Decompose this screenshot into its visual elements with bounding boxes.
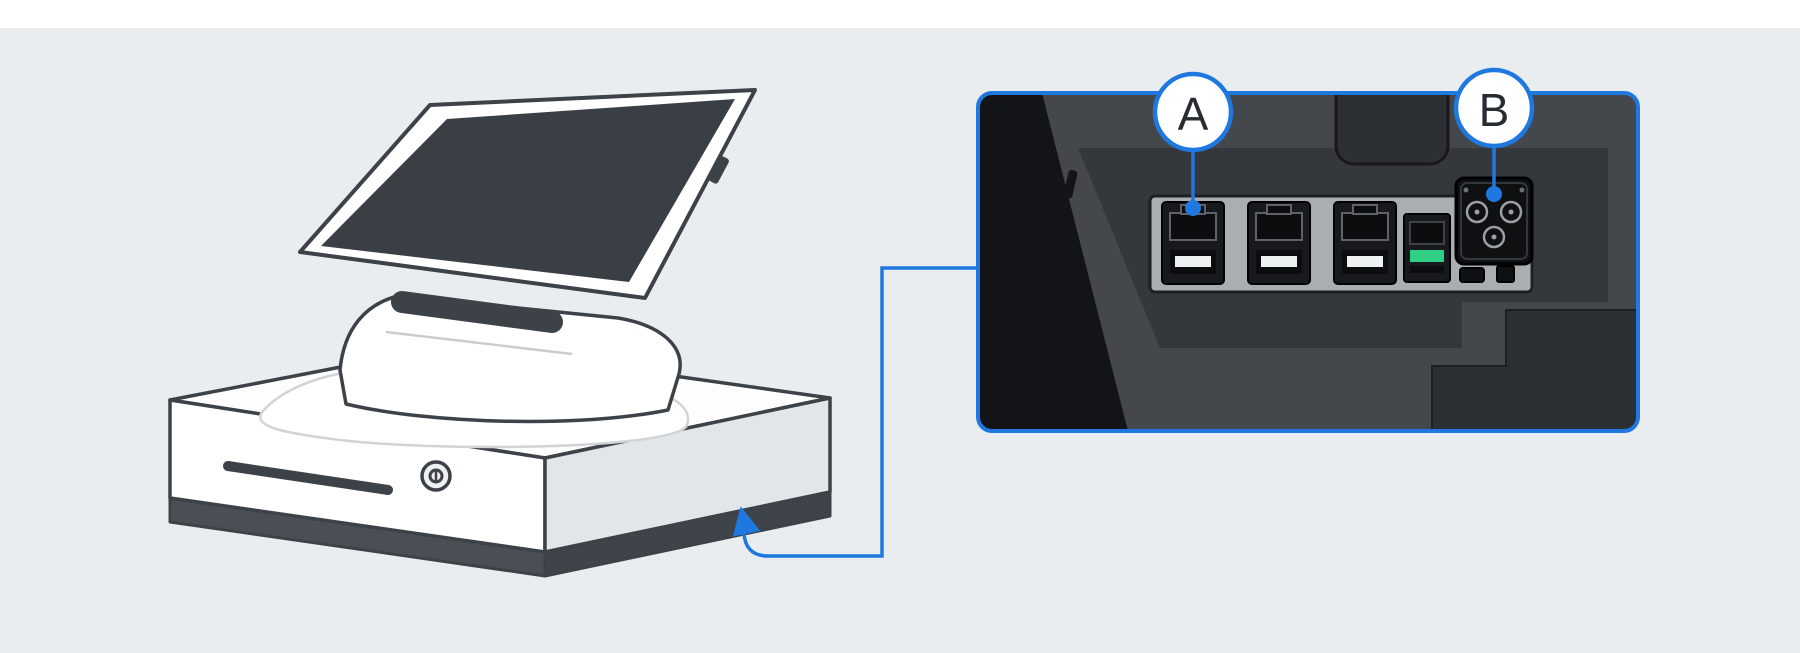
- callout-a-dot: [1185, 200, 1201, 216]
- power-connector-port: [1454, 176, 1534, 266]
- tablet-side-button: [709, 156, 729, 184]
- micro-port-2: [1496, 265, 1515, 283]
- connector-line: [742, 266, 978, 558]
- panel-content: [978, 93, 1638, 431]
- jack-lower: [1410, 266, 1444, 273]
- micro-port-1: [1459, 267, 1485, 283]
- ethernet-usb-port-3: [1333, 201, 1397, 285]
- power-screw-left: [1463, 187, 1469, 193]
- callout-b-badge: [1453, 67, 1535, 149]
- ethernet-usb-port-2: [1247, 201, 1311, 285]
- ethernet-clip: [1266, 204, 1292, 215]
- ethernet-jack: [1169, 212, 1217, 241]
- callout-a-badge: [1152, 71, 1234, 153]
- stand-neck: [338, 294, 682, 424]
- cash-drawer: [168, 343, 832, 578]
- detail-panel: [976, 91, 1640, 433]
- ethernet-jack: [1341, 212, 1389, 241]
- slot-mark-2: [1092, 352, 1105, 377]
- connector: [732, 266, 978, 558]
- underside-step: [1431, 309, 1638, 431]
- panel-border: [976, 91, 1640, 433]
- usb-tongue: [1347, 256, 1383, 267]
- port-strip: [1148, 176, 1534, 294]
- slot-mark-1: [1063, 170, 1078, 199]
- top-strip: [0, 0, 1800, 28]
- callout-a: A: [1152, 71, 1234, 216]
- printer-slot: [391, 291, 563, 333]
- vent-cutout: [1334, 93, 1450, 166]
- power-pin-right-dot: [1508, 209, 1514, 215]
- callout-b: B: [1453, 67, 1535, 202]
- tablet-screen: [321, 99, 735, 282]
- callout-b-dot: [1486, 186, 1502, 202]
- ethernet-port-green: [1403, 213, 1451, 283]
- power-screw-right: [1519, 187, 1525, 193]
- usb-tongue: [1261, 256, 1297, 267]
- tablet: [298, 88, 757, 300]
- drawer-lock: [420, 460, 452, 492]
- power-pin-left-dot: [1474, 209, 1480, 215]
- callout-a-label: A: [1178, 88, 1209, 140]
- drawer-slit: [223, 461, 393, 495]
- ethernet-clip: [1352, 204, 1378, 215]
- connector-arrow-icon: [732, 506, 761, 537]
- jack-opening: [1409, 221, 1445, 245]
- ethernet-jack: [1255, 212, 1303, 241]
- usb-tongue: [1175, 256, 1211, 267]
- printer-lid-seam: [385, 330, 573, 356]
- green-contacts: [1410, 250, 1444, 262]
- pos-device-illustration: [168, 88, 832, 578]
- callout-b-label: B: [1479, 84, 1510, 136]
- power-pin-bottom-dot: [1491, 234, 1497, 240]
- drawer-side-face: [543, 396, 832, 554]
